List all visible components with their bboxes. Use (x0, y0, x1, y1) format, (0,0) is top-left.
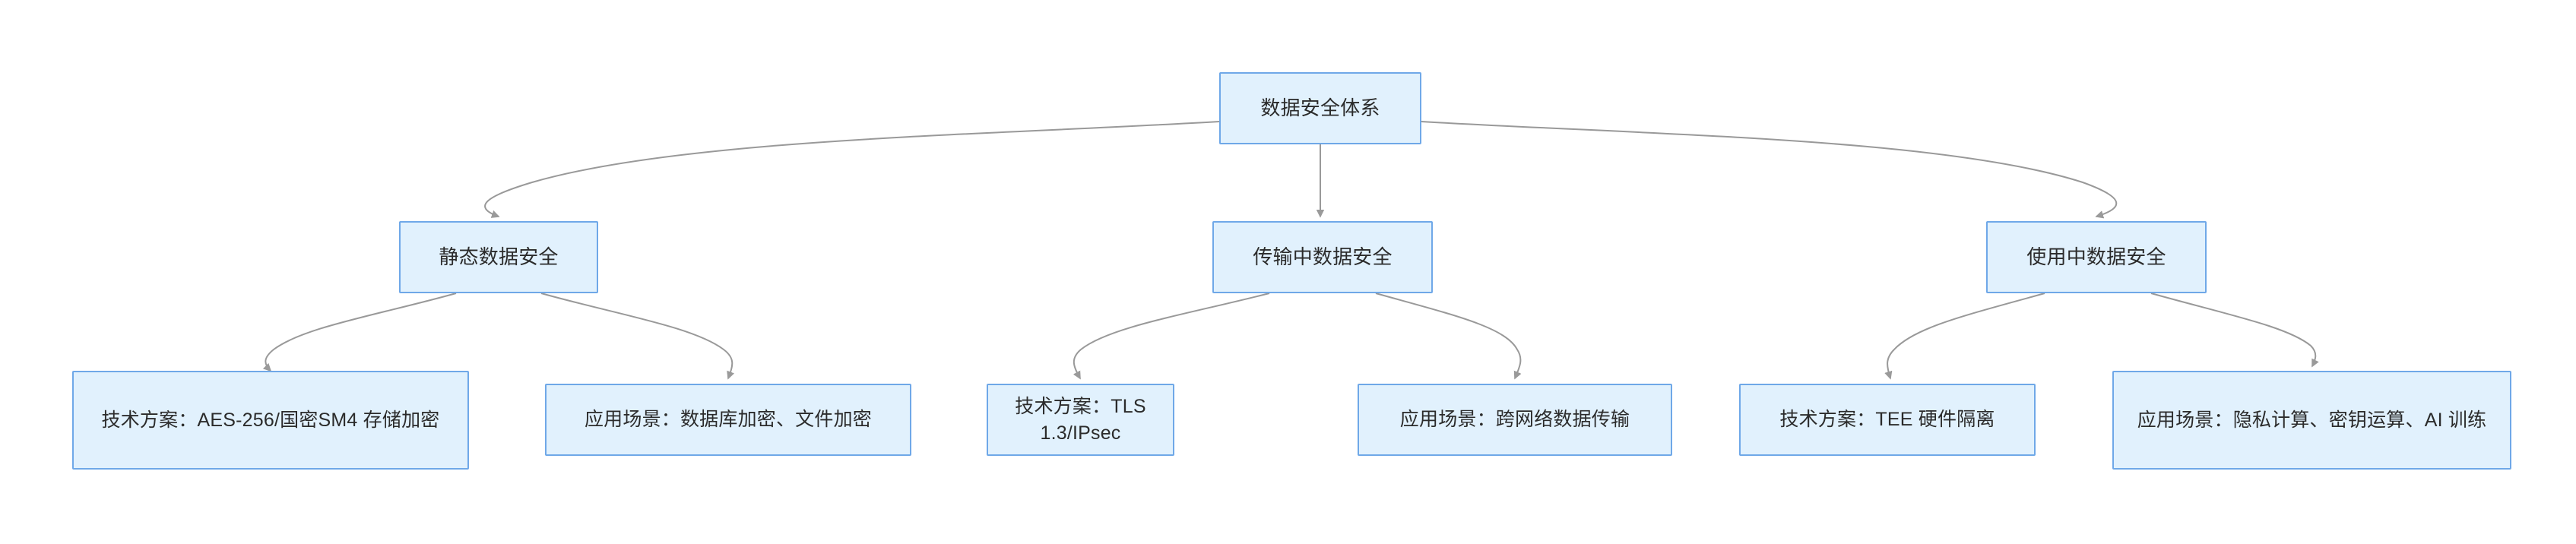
flow-edge-rest-to-rest-tech (265, 293, 457, 371)
flow-node-label: 传输中数据安全 (1253, 245, 1393, 268)
flow-node-root[interactable]: 数据安全体系 (1219, 72, 1421, 144)
flow-node-inuse[interactable]: 使用中数据安全 (1986, 221, 2207, 293)
flow-node-label: 数据安全体系 (1260, 96, 1380, 119)
flow-node-transit-tech[interactable]: 技术方案：TLS 1.3/IPsec (987, 384, 1174, 456)
flow-node-transit[interactable]: 传输中数据安全 (1212, 221, 1433, 293)
flow-edge-inuse-to-inuse-scene (2150, 293, 2315, 366)
flow-edge-transit-to-transit-scene (1375, 293, 1520, 378)
flow-node-label: 应用场景：隐私计算、密钥运算、AI 训练 (2137, 409, 2487, 431)
flow-node-inuse-tech[interactable]: 技术方案：TEE 硬件隔离 (1739, 384, 2036, 456)
flow-edge-transit-to-transit-tech (1074, 293, 1270, 378)
flow-node-rest[interactable]: 静态数据安全 (399, 221, 598, 293)
flow-edge-root-to-rest (484, 121, 1220, 217)
flow-node-inuse-scene[interactable]: 应用场景：隐私计算、密钥运算、AI 训练 (2112, 371, 2511, 470)
flow-edge-root-to-inuse (1421, 121, 2118, 217)
flow-node-label: 应用场景：跨网络数据传输 (1399, 409, 1630, 431)
flow-node-label: 技术方案：AES-256/国密SM4 存储加密 (101, 409, 440, 431)
flow-node-transit-scene[interactable]: 应用场景：跨网络数据传输 (1358, 384, 1672, 456)
flow-node-label: 使用中数据安全 (2026, 245, 2166, 268)
flow-edge-inuse-to-inuse-tech (1887, 293, 2045, 378)
flow-node-rest-tech[interactable]: 技术方案：AES-256/国密SM4 存储加密 (72, 371, 469, 470)
flow-node-rest-scene[interactable]: 应用场景：数据库加密、文件加密 (545, 384, 911, 456)
flow-node-label: 应用场景：数据库加密、文件加密 (584, 409, 872, 431)
flow-node-label: 技术方案：TLS 1.3/IPsec (1015, 396, 1146, 444)
flow-node-label: 静态数据安全 (439, 245, 559, 268)
flow-node-label: 技术方案：TEE 硬件隔离 (1779, 409, 1995, 431)
flow-edge-rest-to-rest-scene (540, 293, 732, 378)
